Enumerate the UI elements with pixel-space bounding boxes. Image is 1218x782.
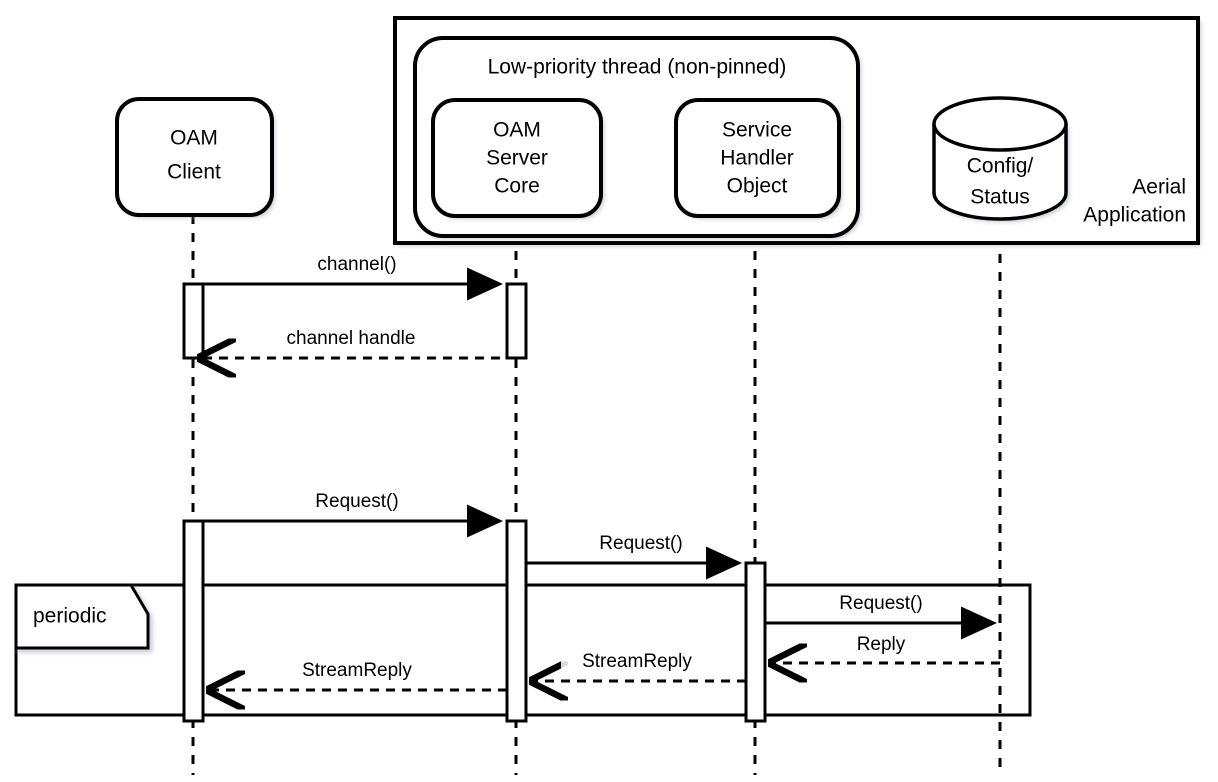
message-streamreply-core-to-client-label: StreamReply <box>302 660 412 681</box>
message-reply-config-to-handler-label: Reply <box>857 634 906 655</box>
message-channel-call-label: channel() <box>317 254 396 275</box>
activation-bar-oam-client-main <box>182 519 205 723</box>
activation-bar-oam-client-top <box>182 282 205 360</box>
message-reply-config-to-handler: Reply <box>771 633 1000 663</box>
participant-config-status-label-line2: Status <box>970 186 1030 209</box>
message-channel-call: channel() <box>194 253 503 301</box>
activation-bars-group <box>182 282 767 723</box>
participant-service-handler-object-label-line2: Handler <box>720 147 794 170</box>
participant-oam-server-core-label-line2: Server <box>486 147 548 170</box>
fragment-operator-label: periodic <box>33 605 107 628</box>
activation-bar-oam-server-core-top <box>505 282 528 360</box>
aerial-application-label-line1: Aerial <box>1132 176 1186 199</box>
participant-config-status-label-line1: Config/ <box>967 155 1034 178</box>
message-channel-handle-return: channel handle <box>200 327 516 358</box>
message-request-client-to-core-label: Request() <box>315 491 398 512</box>
participant-oam-server-core-label-line3: Core <box>494 175 540 198</box>
participant-config-status[interactable]: Config/ Status <box>932 96 1068 221</box>
low-priority-thread-label: Low-priority thread (non-pinned) <box>488 56 787 79</box>
database-cylinder-top <box>934 98 1066 150</box>
activation-bar-oam-server-core-main <box>505 519 528 723</box>
fragment-operator-pentagon <box>14 583 150 650</box>
message-streamreply-core-to-client: StreamReply <box>209 660 507 690</box>
message-request-client-to-core: Request() <box>194 490 503 538</box>
participant-oam-client-label-line1: OAM <box>170 127 218 150</box>
activation-bar-service-handler-main <box>744 561 767 723</box>
message-request-core-to-handler: Request() <box>526 532 742 580</box>
message-streamreply-handler-to-core-label: StreamReply <box>582 651 692 672</box>
message-streamreply-handler-to-core: StreamReply <box>532 651 746 681</box>
participant-oam-server-core[interactable]: OAM Server Core <box>431 98 603 218</box>
message-channel-handle-return-label: channel handle <box>287 328 416 349</box>
message-request-handler-to-config-label: Request() <box>839 593 922 614</box>
participant-service-handler-object[interactable]: Service Handler Object <box>674 98 841 218</box>
participant-oam-server-core-label-line1: OAM <box>493 119 541 142</box>
participant-service-handler-object-label-line3: Object <box>727 175 788 198</box>
participant-service-handler-object-label-line1: Service <box>722 119 792 142</box>
aerial-application-label-line2: Application <box>1083 204 1186 227</box>
participant-oam-client-label-line2: Client <box>167 161 221 184</box>
message-request-handler-to-config: Request() <box>766 592 997 640</box>
message-request-core-to-handler-label: Request() <box>599 533 682 554</box>
participant-oam-client[interactable]: OAM Client <box>115 97 274 217</box>
